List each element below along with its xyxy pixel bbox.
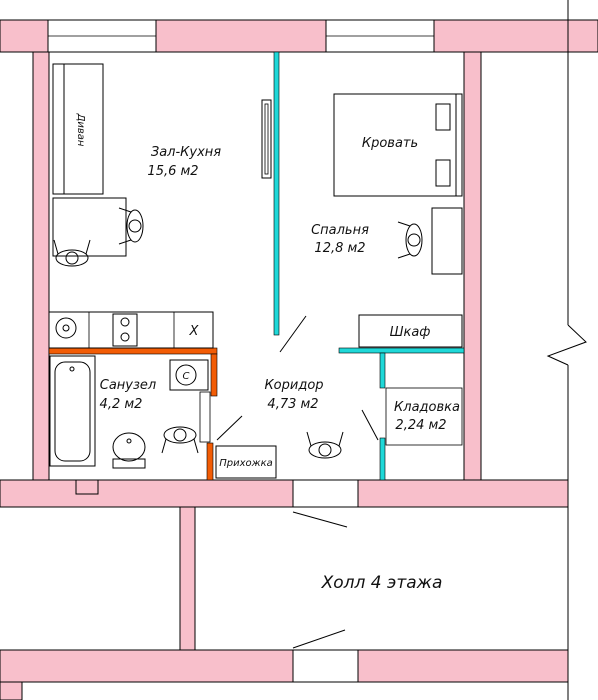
room-kladovka-area: 2,24 м2 (395, 418, 446, 433)
room-holl-name: Холл 4 этажа (321, 573, 443, 593)
door-entrance-leaf (292, 511, 348, 528)
hob-burner-top-icon (120, 317, 130, 327)
door-kladovka-leaf (361, 409, 379, 441)
person-icon (53, 239, 91, 267)
door-sanuzel-leaf (216, 415, 243, 441)
partitions (48, 51, 465, 649)
room-sanuzel-area: 4,2 м2 (100, 397, 143, 412)
room-kladovka-name: Кладовка (394, 400, 460, 415)
wall-notch (75, 479, 99, 495)
toilet-tank (112, 458, 146, 469)
person-icon (397, 221, 423, 259)
sanuzel-right-wall-upper (210, 353, 218, 397)
pillow-bottom (435, 159, 451, 187)
person-icon (306, 431, 344, 459)
left-wall (32, 51, 50, 508)
toilet-icon (112, 432, 146, 462)
sanuzel-right-wall-lower (206, 442, 214, 481)
bedroom-desk (431, 207, 463, 275)
room-sanuzel-name: Санузел (100, 378, 156, 393)
radiator (261, 99, 272, 179)
room-spalnya-area: 12,8 м2 (314, 241, 365, 256)
bed-headboard (455, 93, 463, 197)
door-bedroom-leaf (279, 315, 307, 353)
stove-mark: X (189, 324, 200, 339)
hall-bottom-wall-left (0, 649, 294, 683)
boiler-circle-icon (175, 364, 197, 386)
bathtub-inner (54, 361, 91, 462)
bath-drain-icon (69, 366, 75, 372)
entrance-opening (292, 479, 359, 508)
people (53, 207, 423, 459)
person-icon (118, 207, 144, 245)
boiler-mark: С (183, 371, 190, 382)
partition-bedroom-corridor (338, 347, 465, 354)
hob-burner-bottom-icon (120, 332, 130, 342)
room-koridor-area: 4,73 м2 (267, 397, 318, 412)
hall-bottom-wall-right (357, 649, 569, 683)
room-labels: Зал-Кухня 15,6 м2 Спальня 12,8 м2 Санузе… (100, 145, 460, 593)
sink-drain-icon (62, 324, 70, 332)
wardrobe (358, 314, 463, 348)
sofa (52, 63, 104, 195)
dining-table (52, 197, 127, 257)
hob (112, 313, 138, 347)
bed-label: Кровать (362, 136, 418, 151)
sofa-label: Диван (75, 113, 86, 147)
hall-left-wall (179, 506, 196, 651)
boiler (169, 359, 209, 391)
hallway-cabinet (215, 445, 277, 479)
sanuzel-top-wall (48, 347, 218, 355)
room-zal-kuhnya-name: Зал-Кухня (151, 145, 221, 160)
hallway-cabinet-label: Прихожка (219, 458, 273, 469)
furniture: Диван X Кровать Шкаф С (48, 63, 463, 479)
break-line (546, 324, 587, 366)
kitchen-counter (48, 311, 214, 349)
partition-kladovka-upper (379, 352, 386, 389)
top-right-wall (567, 19, 598, 53)
kladovka-box (385, 387, 463, 446)
room-spalnya-name: Спальня (311, 223, 369, 238)
bottom-wall-left (0, 479, 294, 508)
bathtub (49, 355, 96, 467)
partition-kitchen-bedroom (273, 51, 280, 336)
bottom-left-corner (0, 681, 23, 700)
person-icon (161, 426, 199, 454)
door-hall-leaf (292, 629, 346, 649)
sink-icon (55, 317, 77, 339)
washbasin-cabinet (199, 391, 211, 443)
toilet-button-icon (126, 438, 132, 444)
radiator-inner (264, 103, 269, 175)
wardrobe-label: Шкаф (390, 325, 431, 340)
room-zal-kuhnya-area: 15,6 м2 (147, 164, 198, 179)
bottom-wall-right (357, 479, 569, 508)
room-koridor-name: Коридор (264, 378, 323, 393)
partition-kladovka-lower (379, 437, 386, 481)
right-inner-wall (463, 51, 482, 508)
pillow-top (435, 103, 451, 131)
hall-bottom-opening (292, 649, 359, 683)
